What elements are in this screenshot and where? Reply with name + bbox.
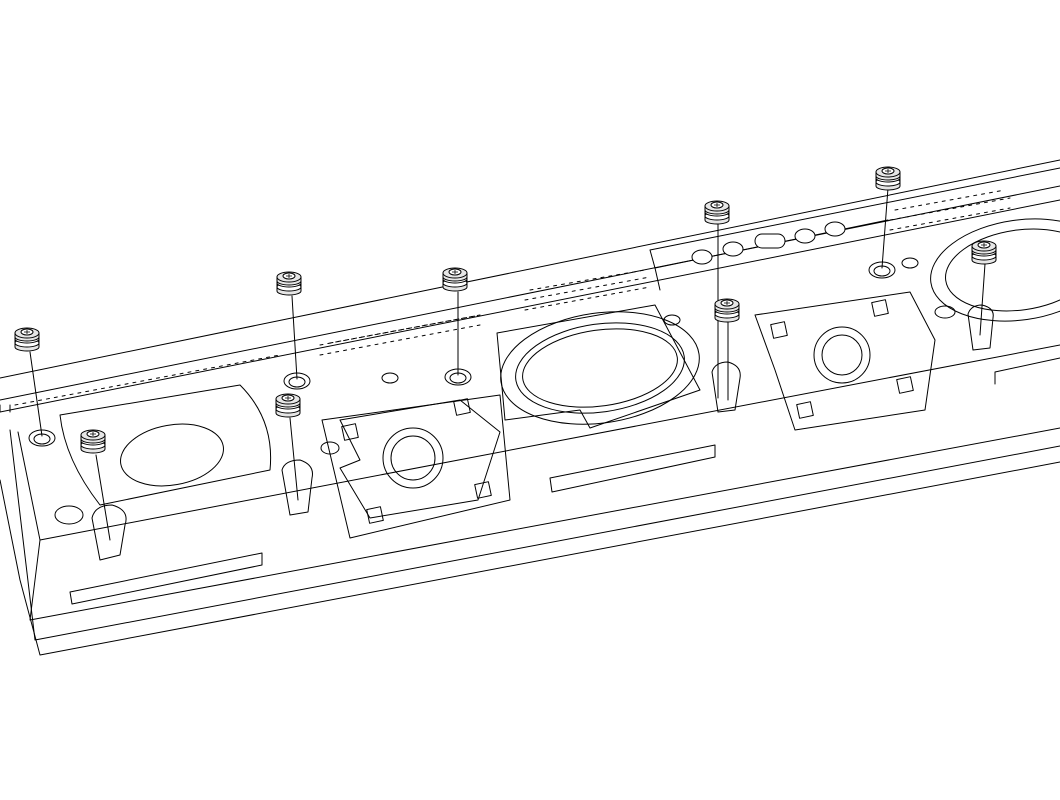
screw-icon	[275, 393, 301, 418]
screw-icon	[80, 429, 106, 454]
screw-icon	[276, 271, 302, 296]
screw-icon	[704, 200, 730, 225]
screw-icon	[442, 267, 468, 292]
housing-body	[0, 159, 1060, 656]
woofer-center	[496, 304, 701, 429]
screw-bosses	[91, 304, 994, 561]
screws	[14, 166, 997, 541]
vent-grid	[14, 189, 1011, 406]
mounting-holes	[28, 257, 956, 455]
screw-icon	[14, 327, 40, 352]
tweeter-module-1	[321, 394, 511, 539]
screw-icon	[971, 240, 997, 265]
screw-icon	[875, 166, 901, 191]
tweeter-module-2	[754, 291, 936, 431]
woofer-left	[54, 384, 272, 525]
screw-icon	[714, 298, 740, 323]
woofer-right	[930, 218, 1060, 322]
